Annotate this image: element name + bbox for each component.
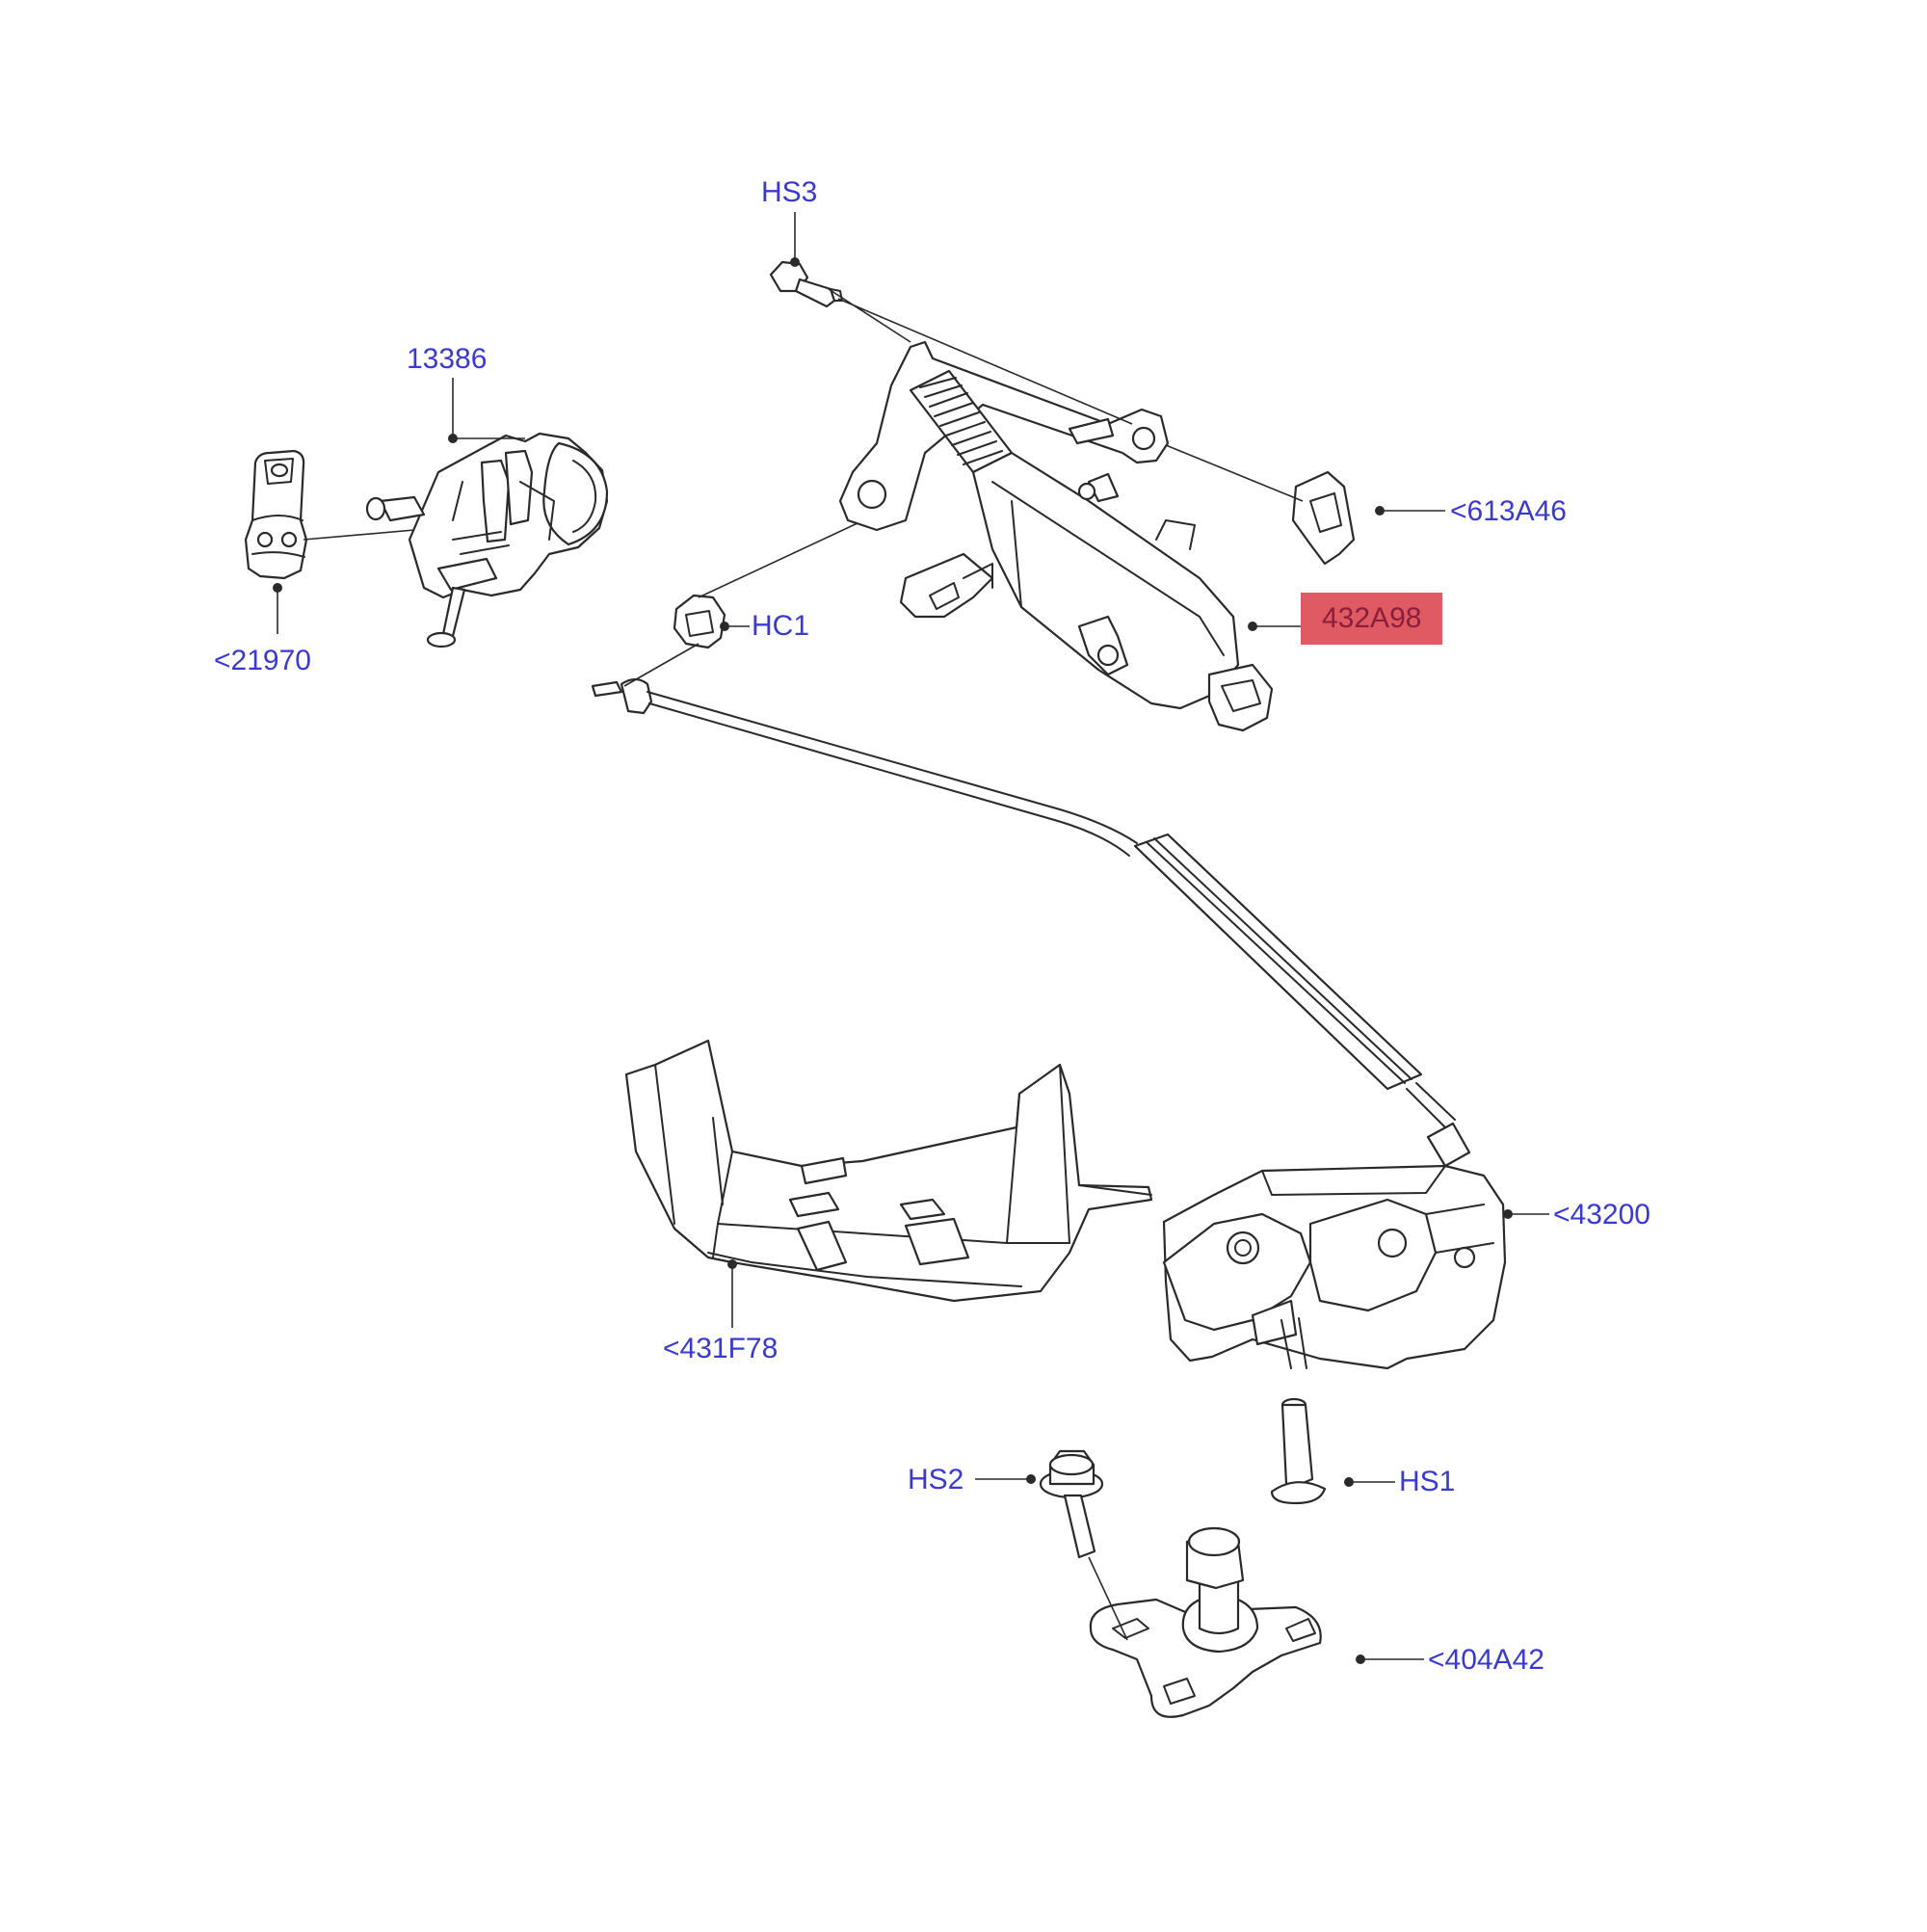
part-404a42-striker xyxy=(1089,1526,1322,1718)
part-21970-bracket xyxy=(244,449,308,580)
callout-hs2[interactable]: HS2 xyxy=(908,1464,964,1495)
callout-613a46[interactable]: <613A46 xyxy=(1450,495,1567,527)
bolt-hs2 xyxy=(1039,1449,1104,1559)
bolt-hs3 xyxy=(769,260,843,308)
callout-432a98[interactable]: 432A98 xyxy=(1301,593,1443,645)
part-431f78-bracket xyxy=(624,1039,1153,1303)
part-13386-actuator xyxy=(365,432,609,648)
part-432a98-actuator xyxy=(838,340,1274,732)
callout-hs3[interactable]: HS3 xyxy=(761,176,818,208)
callout-431f78[interactable]: <431F78 xyxy=(663,1333,779,1364)
clip-hc1 xyxy=(673,594,726,649)
callout-hs1[interactable]: HS1 xyxy=(1399,1466,1456,1497)
leader-lines xyxy=(273,212,1549,1664)
callout-43200[interactable]: <43200 xyxy=(1553,1199,1650,1231)
callout-13386[interactable]: 13386 xyxy=(407,343,488,375)
callout-hc1[interactable]: HC1 xyxy=(752,610,810,642)
callout-404a42[interactable]: <404A42 xyxy=(1428,1644,1544,1676)
pin-hs1 xyxy=(1270,1397,1327,1505)
part-43200-latch xyxy=(1162,1164,1507,1370)
release-cable xyxy=(591,677,1471,1168)
callout-21970[interactable]: <21970 xyxy=(214,645,311,676)
